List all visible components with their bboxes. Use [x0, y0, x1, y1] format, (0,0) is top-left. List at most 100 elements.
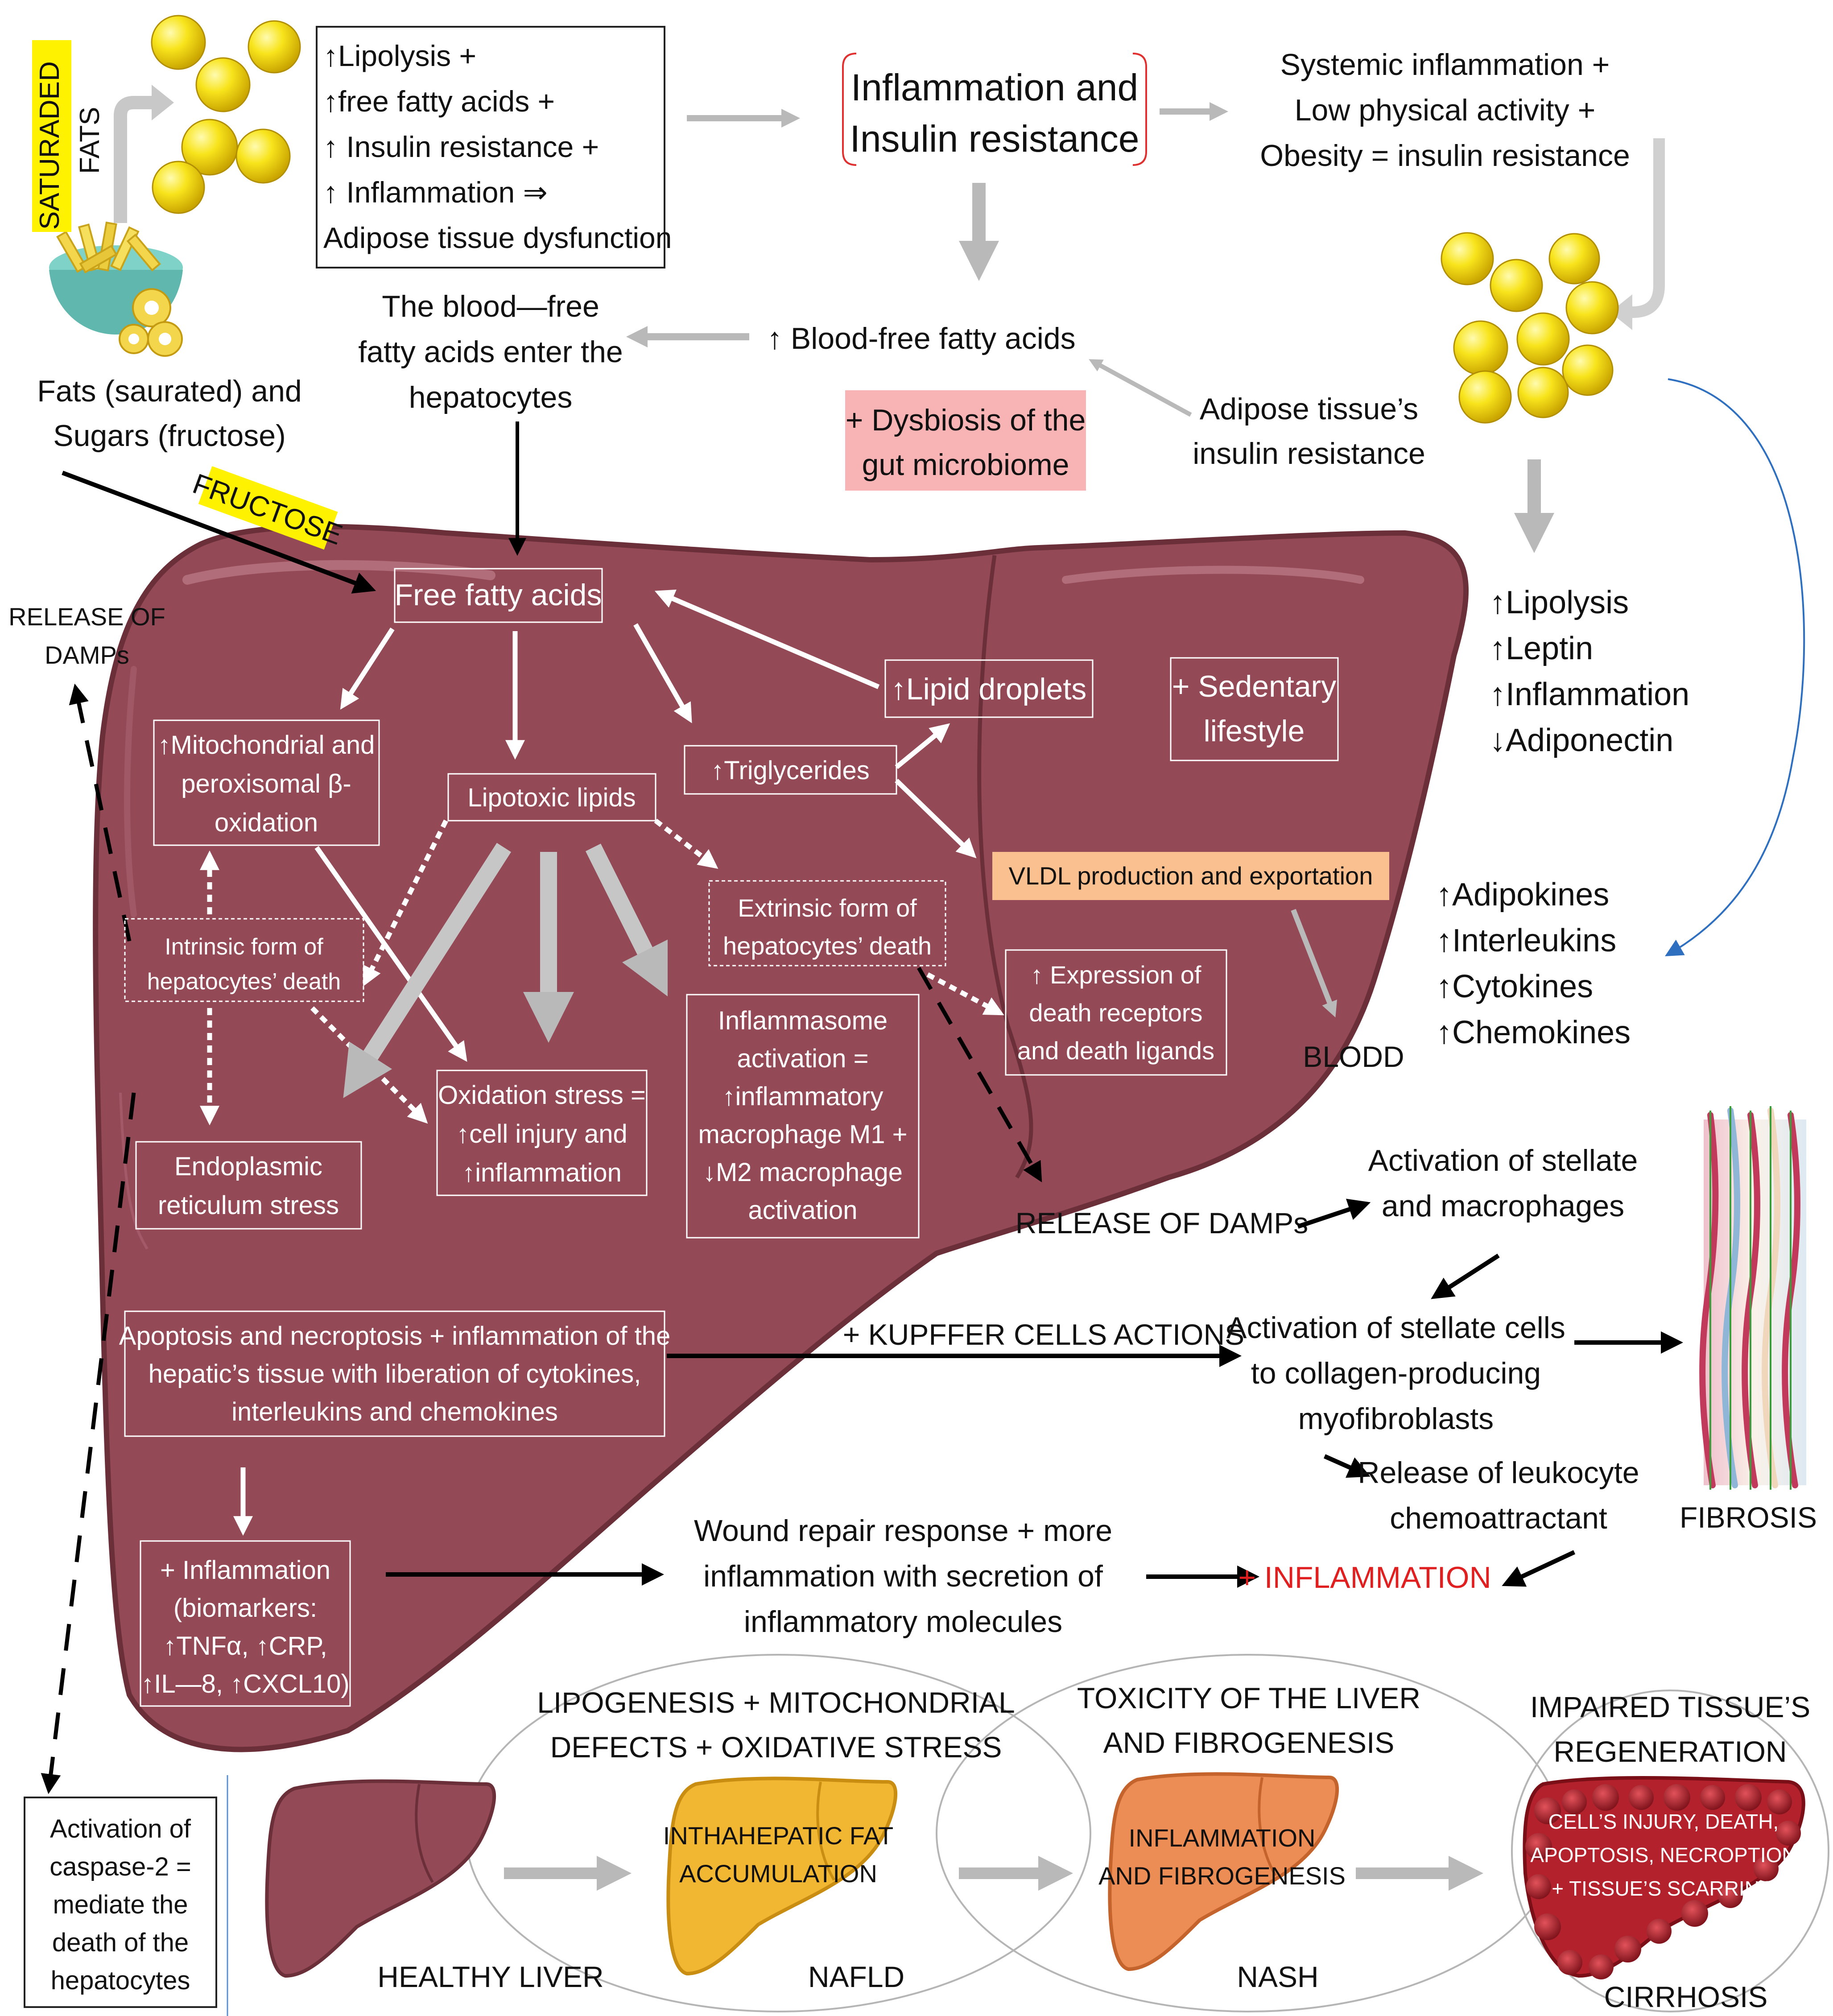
impaired-line-1: IMPAIRED TISSUE’S — [1530, 1690, 1810, 1723]
kupffer-text: + KUPFFER CELLS ACTIONS — [843, 1318, 1244, 1351]
oxidation-line-3: ↑inflammation — [462, 1158, 622, 1187]
dysbiosis-box: + Dysbiosis of the gut microbiome — [845, 390, 1086, 491]
adipose-ir-text: Adipose tissue’s insulin resistance — [1193, 392, 1425, 471]
triglycerides-text: ↑Triglycerides — [711, 756, 870, 785]
death-receptors-box: ↑ Expression of death receptors and deat… — [1005, 949, 1227, 1076]
toxicity-line-2: AND FIBROGENESIS — [1103, 1726, 1395, 1759]
adipokines-2: ↑Interleukins — [1436, 923, 1616, 958]
cirrhosis-desc-text: CELL’S INJURY, DEATH, APOPTOSIS, NECROPT… — [1530, 1810, 1796, 1900]
oxidation-stress-box: Oxidation stress = ↑cell injury and ↑inf… — [436, 1070, 648, 1196]
blood-enter-text: The blood—free fatty acids enter the hep… — [358, 289, 623, 414]
adipokines-4: ↑Chemokines — [1436, 1015, 1631, 1050]
fat-accumulation-line-1: INTHAHEPATIC FAT — [663, 1822, 893, 1850]
adipose-effect-4: ↓Adiponectin — [1490, 723, 1673, 758]
leukocyte-text: Release of leukocyte chemoattractant — [1358, 1456, 1639, 1535]
death-receptors-line-3: and death ligands — [1017, 1037, 1214, 1065]
caspase-line-2: caspase-2 = — [50, 1852, 191, 1881]
adipose-effect-3: ↑Inflammation — [1490, 677, 1689, 712]
inflammasome-line-2: activation = — [737, 1044, 868, 1073]
apoptosis-line-3: interleukins and chemokines — [231, 1397, 558, 1426]
dashed-arrow-extrinsic-damps — [917, 967, 1042, 1182]
lipotoxic-lipids-box: Lipotoxic lipids — [447, 773, 656, 822]
biomarkers-line-2: (biomarkers: — [173, 1594, 317, 1623]
biomarkers-line-3: ↑TNFα, ↑CRP, — [163, 1632, 327, 1661]
toxicity-text: TOXICITY OF THE LIVER AND FIBROGENESIS — [1077, 1681, 1420, 1759]
lipid-droplets-text: ↑Lipid droplets — [891, 672, 1086, 706]
nash-liver-icon — [1108, 1772, 1339, 1971]
inflam-fibro-line-2: AND FIBROGENESIS — [1098, 1862, 1346, 1890]
inflam-fibro-line-1: INFLAMMATION — [1129, 1824, 1316, 1852]
inflammation-line-1: Inflammation and — [851, 66, 1138, 108]
saturated-fats-illustration — [49, 15, 301, 357]
death-receptors-line-2: death receptors — [1029, 999, 1202, 1027]
adipose-dysfunction-box: ↑Lipolysis + ↑free fatty acids + ↑ Insul… — [316, 26, 672, 269]
activation-stellate-line-1: Activation of stellate — [1368, 1144, 1638, 1177]
ffa-arrows — [233, 589, 977, 1536]
fat-accumulation-line-2: ACCUMULATION — [679, 1859, 877, 1888]
caspase-line-5: hepatocytes — [51, 1966, 190, 1995]
blue-arrow-to-adipokines — [1665, 378, 1805, 956]
arrow-adipose-ir — [1089, 359, 1192, 417]
fructose-arrow — [62, 471, 376, 594]
fibrosis-illustration — [1699, 1106, 1806, 1490]
stage-cirrhosis: CIRRHOSIS — [1604, 1980, 1768, 2013]
impaired-text: IMPAIRED TISSUE’S REGENERATION — [1530, 1690, 1810, 1768]
mitochondrial-box: ↑Mitochondrial and peroxisomal β- oxidat… — [153, 719, 380, 846]
sedentary-box: + Sedentary lifestyle — [1170, 657, 1339, 761]
wound-line-2: inflammation with secretion of — [703, 1559, 1103, 1593]
inflammation-line-2: Insulin resistance — [850, 118, 1139, 160]
apoptosis-line-1: Apoptosis and necroptosis + inflammation… — [119, 1322, 670, 1351]
lipogenesis-text: LIPOGENESIS + MITOCHONDRIAL DEFECTS + OX… — [537, 1686, 1015, 1764]
wound-line-1: Wound repair response + more — [694, 1514, 1112, 1548]
er-stress-box: Endoplasmic reticulum stress — [135, 1141, 362, 1230]
stage-nafld: NAFLD — [808, 1960, 904, 1993]
lipid-droplets-box: ↑Lipid droplets — [884, 659, 1094, 718]
activation-stellate-line-2: and macrophages — [1382, 1189, 1624, 1223]
adipose-effect-2: ↑Leptin — [1490, 631, 1593, 666]
caspase-box: Activation of caspase-2 = mediate the de… — [24, 1797, 217, 2008]
inflammasome-line-1: Inflammasome — [718, 1006, 888, 1035]
stellate-cells-text: Activation of stellate cells to collagen… — [1226, 1311, 1565, 1436]
death-receptors-line-1: ↑ Expression of — [1031, 961, 1201, 989]
cirrhosis-liver-icon — [1523, 1776, 1805, 1979]
fat-accumulation-text: INTHAHEPATIC FAT ACCUMULATION — [663, 1822, 893, 1888]
effects-line-1: ↑Lipolysis + — [323, 39, 476, 72]
blodd-label: BLODD — [1303, 1040, 1404, 1073]
inflammasome-line-3: ↑inflammatory — [722, 1082, 883, 1111]
systemic-line-1: Systemic inflammation + — [1280, 48, 1610, 82]
adipose-effects-list: ↑Lipolysis ↑Leptin ↑Inflammation ↓Adipon… — [1490, 585, 1689, 758]
adipokines-3: ↑Cytokines — [1436, 969, 1593, 1004]
caspase-line-3: mediate the — [53, 1890, 188, 1919]
inflammasome-box: Inflammasome activation = ↑inflammatory … — [686, 994, 920, 1239]
sedentary-line-2: lifestyle — [1204, 714, 1305, 748]
leukocyte-line-1: Release of leukocyte — [1358, 1456, 1639, 1490]
adipose-ir-line-1: Adipose tissue’s — [1200, 392, 1418, 426]
inflammasome-line-6: activation — [748, 1196, 857, 1225]
release-damps-left-1: RELEASE OF — [8, 603, 165, 631]
systemic-line-3: Obesity = insulin resistance — [1260, 139, 1630, 173]
saturated-fats-label: SATURADED FATS — [32, 40, 105, 232]
blood-enter-line-2: fatty acids enter the — [358, 335, 623, 369]
activation-stellate-text: Activation of stellate and macrophages — [1368, 1144, 1638, 1223]
adipokines-1: ↑Adipokines — [1436, 877, 1609, 913]
intrinsic-death-box: Intrinsic form of hepatocytes’ death — [124, 918, 364, 1002]
stellate-line-1: Activation of stellate cells — [1226, 1311, 1565, 1345]
adipose-effect-1: ↑Lipolysis — [1490, 585, 1629, 620]
release-damps-text: RELEASE OF DAMPs — [1016, 1206, 1309, 1239]
lipotoxic-grey-arrows — [343, 843, 668, 1098]
lipogenesis-line-1: LIPOGENESIS + MITOCHONDRIAL — [537, 1686, 1015, 1719]
stage-healthy-liver: HEALTHY LIVER — [377, 1960, 603, 1993]
wound-repair-text: Wound repair response + more inflammatio… — [694, 1514, 1112, 1639]
stellate-line-2: to collagen-producing — [1251, 1356, 1541, 1390]
impaired-line-2: REGENERATION — [1553, 1735, 1787, 1768]
sedentary-line-1: + Sedentary — [1172, 669, 1337, 703]
oxidation-line-2: ↑cell injury and — [456, 1120, 628, 1148]
systemic-inflammation-text: Systemic inflammation + Low physical act… — [1260, 48, 1630, 173]
plus-inflammation-text: + INFLAMMATION — [1238, 1561, 1491, 1595]
saturated-fats-line2: FATS — [74, 107, 105, 174]
stage-nash: NASH — [1237, 1960, 1318, 1993]
release-damps-left-2: DAMPs — [45, 641, 129, 669]
effects-line-2: ↑free fatty acids + — [323, 85, 555, 118]
dashed-arrow-to-caspase — [41, 1092, 136, 1794]
extrinsic-line-2: hepatocytes’ death — [723, 932, 932, 960]
